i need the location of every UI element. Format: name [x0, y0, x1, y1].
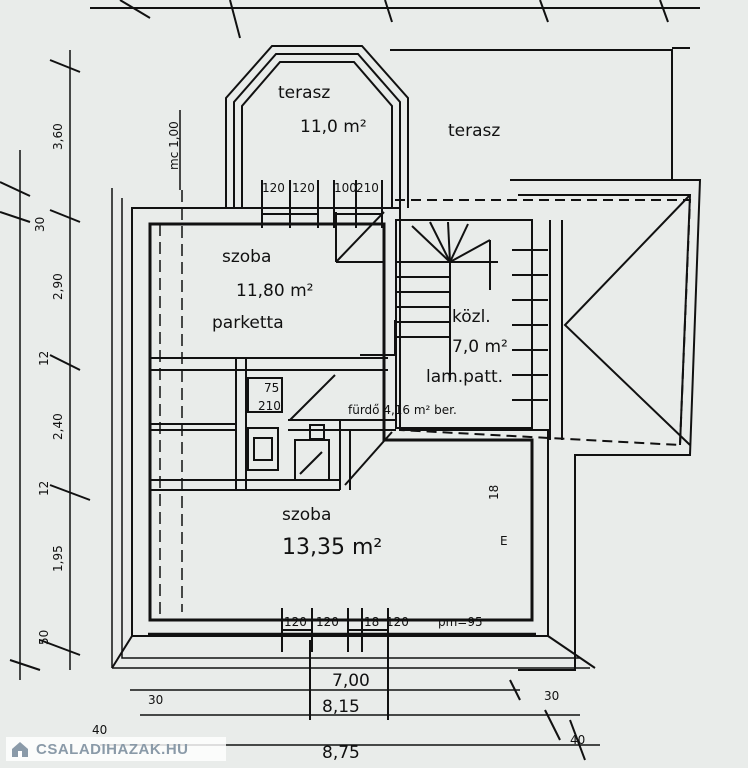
fixture-label-210: 210 — [258, 399, 281, 413]
dim-top-2: 120 — [292, 181, 315, 195]
dim-top-3: 100 — [334, 181, 357, 195]
terrace-big-outline — [390, 49, 673, 180]
pm-label: pm=95 — [438, 615, 483, 629]
room1-area: 11,80 m² — [236, 281, 313, 301]
house-logo-icon — [12, 742, 28, 757]
dim-bottom-3: 18 — [364, 615, 379, 629]
room1-label: szoba — [222, 247, 271, 267]
dim-offset-right: 30 — [544, 689, 559, 703]
room1-floor: parketta — [212, 313, 284, 333]
dim-bottom-4: 120 — [386, 615, 409, 629]
dim-bottom-2: 120 — [316, 615, 339, 629]
dim-top-1: 120 — [262, 181, 285, 195]
room2-area: 13,35 m² — [282, 535, 382, 560]
terrace-big-label: terasz — [448, 121, 500, 141]
dim-left-5: 2,40 — [51, 413, 65, 440]
watermark: CSALADIHAZAK.HU — [6, 737, 226, 761]
mc-label: mc 1,00 — [167, 121, 181, 170]
roof-outline — [510, 179, 702, 671]
dim-overall-2: 8,15 — [322, 697, 360, 717]
fixture-tub — [247, 427, 279, 471]
roof-hip — [563, 194, 691, 446]
terrace-small-area: 11,0 m² — [300, 117, 367, 137]
dim-offset-left-2: 40 — [92, 723, 107, 737]
door-swing — [335, 211, 385, 263]
dim-left-1: 3,60 — [51, 123, 65, 150]
dim-offset-left: 30 — [148, 693, 163, 707]
dim-left-2: 30 — [33, 217, 47, 232]
staircase — [395, 219, 548, 429]
dim-overall-3: 8,75 — [322, 743, 360, 763]
hall-floor: lam.patt. — [426, 367, 503, 387]
dim-left-7: 1,95 — [51, 545, 65, 572]
dim-bottom-1: 120 — [284, 615, 307, 629]
room2-label: szoba — [282, 505, 331, 525]
fixture-toilet — [247, 377, 283, 413]
dim-left-4: 12 — [37, 351, 51, 366]
terrace-small-label: terasz — [278, 83, 330, 103]
watermark-text: CSALADIHAZAK.HU — [36, 740, 189, 758]
dim-left-3: 2,90 — [51, 273, 65, 300]
label-E: E — [500, 534, 508, 548]
hall-area: 7,0 m² — [452, 337, 508, 357]
terrace-bay-outer — [225, 45, 409, 208]
interior-wall-1 — [150, 357, 388, 371]
dim-left-6: 12 — [37, 481, 51, 496]
hall-label: közl. — [452, 307, 491, 327]
fixture-label-75: 75 — [264, 381, 279, 395]
dim-overall-1: 7,00 — [332, 671, 370, 691]
dim-left-8: 50 — [37, 630, 51, 645]
bathroom-label: fürdő 4,16 m² ber. — [348, 403, 457, 417]
dim-offset-right-2: 40 — [570, 733, 585, 747]
dim-top-4: 210 — [356, 181, 379, 195]
windows-top — [261, 180, 383, 228]
label-18: 18 — [487, 485, 501, 500]
